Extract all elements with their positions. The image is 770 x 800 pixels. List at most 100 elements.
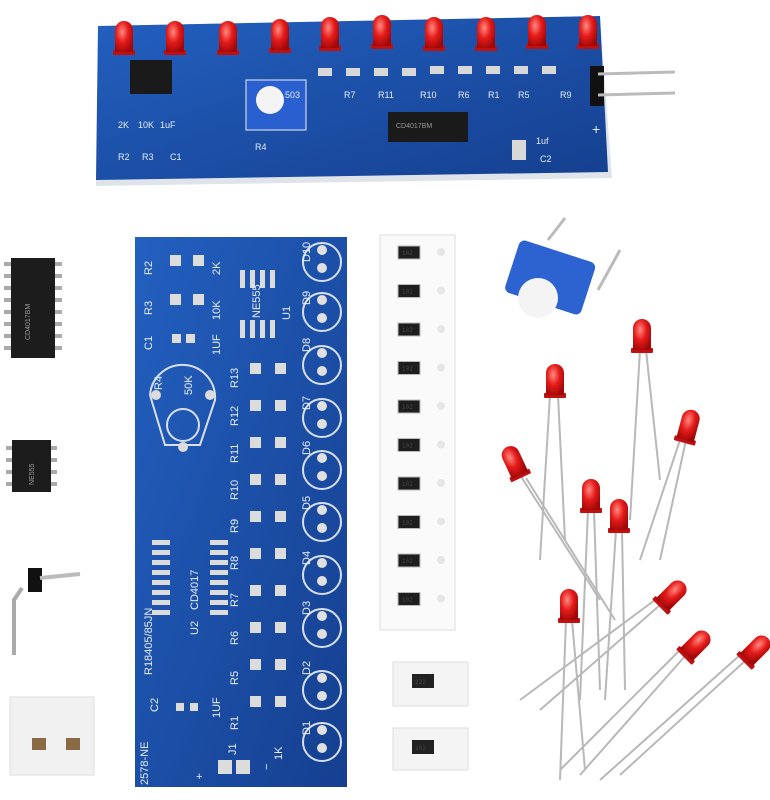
smd-capacitor-strip	[9, 696, 95, 776]
tape-sprocket-hole	[437, 556, 445, 564]
label-1uf-c2: 1uf	[536, 136, 549, 146]
tape-resistor-code: 102	[402, 404, 413, 411]
tape-resistor-code: 102	[402, 443, 413, 450]
ne555-chip	[130, 60, 172, 94]
label-d8: D8	[301, 338, 313, 352]
pot-footprint	[148, 363, 217, 446]
tape-resistor-code: 102	[402, 327, 413, 334]
tape-resistor	[397, 322, 421, 337]
label-2k: 2K	[118, 120, 129, 130]
pin-header	[590, 66, 676, 106]
loose-led-bodies	[496, 319, 770, 670]
loose-leds	[519, 349, 747, 781]
label-r2: R2	[118, 152, 130, 162]
label-r5: R5	[229, 671, 241, 685]
tape-resistor	[397, 284, 421, 298]
label-r9: R9	[229, 519, 241, 533]
label-r6: R6	[229, 631, 241, 645]
label-d6: D6	[301, 441, 313, 455]
tape-resistor-code: 102	[402, 481, 413, 488]
label-plus: +	[196, 771, 202, 783]
tape-resistor-code: 102	[402, 558, 413, 565]
smd-resistor-222: 222	[392, 661, 469, 707]
label-minus: −	[261, 764, 273, 770]
label-r5: R5	[518, 90, 530, 100]
label-u1: U1	[281, 306, 293, 320]
label-r4: R4	[255, 142, 267, 152]
tape-resistor	[397, 438, 421, 452]
label-d9: D9	[301, 291, 313, 305]
cd4017-chip	[388, 112, 468, 142]
smd-code-222: 222	[415, 679, 426, 686]
label-c1: C1	[143, 336, 155, 350]
tape-resistor	[397, 399, 421, 414]
tape-sprocket-hole	[437, 594, 445, 603]
label-r2: R2	[143, 261, 155, 275]
label-plus: +	[592, 121, 600, 137]
pot-code: 503	[285, 90, 300, 100]
tape-sprocket-hole	[437, 402, 445, 410]
label-ne555: NE555	[251, 284, 263, 318]
label-r7: R7	[344, 90, 356, 100]
label-r3: R3	[143, 301, 155, 315]
tape-resistor-code: 102	[402, 289, 413, 296]
tape-resistor-code: 102	[402, 520, 413, 527]
label-d5: D5	[301, 496, 313, 510]
tape-resistor	[397, 553, 421, 568]
label-1uf: 1UF	[211, 334, 223, 355]
bare-pcb: R2 R3 2K 10K C1 1UF R4 50K NE555 U1 R13 …	[135, 237, 347, 787]
tape-sprocket-hole	[437, 517, 445, 526]
label-r1: R1	[488, 90, 500, 100]
resistor-tape: 102 102 102 102 102 102 102 102 102 102	[379, 234, 456, 631]
label-cd4017: CD4017	[189, 570, 201, 610]
assembled-board: CD4017BM 503 R2 R3 C1 1uF 2K 10K R4 R7 R…	[96, 15, 676, 186]
tape-resistor	[397, 245, 421, 260]
tape-resistor	[397, 515, 421, 529]
diode-footprints	[302, 242, 342, 762]
label-r11: R11	[378, 90, 394, 100]
label-r10: R10	[229, 480, 241, 500]
tape-sprocket-hole	[437, 363, 445, 372]
tape-resistor-code: 102	[402, 366, 413, 373]
label-2k: 2K	[211, 261, 223, 275]
label-r7: R7	[229, 593, 241, 607]
label-board-id: 2578-NE	[139, 742, 151, 785]
label-10k: 10K	[138, 120, 154, 130]
label-c2: C2	[149, 698, 161, 712]
tape-sprocket-hole	[437, 440, 445, 449]
ic-16pin: CD4017BM	[4, 258, 62, 358]
label-r1: R1	[229, 716, 241, 730]
tape-resistor-code: 102	[402, 597, 413, 604]
smd-resistor-103: 103	[392, 727, 469, 771]
label-d2: D2	[301, 661, 313, 675]
label-d10: D10	[301, 242, 313, 262]
label-r10: R10	[420, 90, 437, 100]
label-d7: D7	[301, 396, 313, 410]
label-c2: C2	[540, 154, 552, 164]
label-r6: R6	[458, 90, 470, 100]
label-1k: 1K	[273, 746, 285, 760]
label-1uf: 1uF	[160, 120, 176, 130]
label-r8: R8	[229, 556, 241, 570]
label-d3: D3	[301, 601, 313, 615]
label-10k: 10K	[211, 300, 223, 320]
tape-resistor	[397, 361, 421, 375]
label-1uf-c2: 1UF	[211, 697, 223, 718]
label-50k: 50K	[183, 375, 195, 395]
pcb-silkscreen: R2 R3 2K 10K C1 1UF R4 50K NE555 U1 R13 …	[139, 242, 313, 785]
label-j1: J1	[227, 743, 239, 755]
tape-sprocket-hole	[437, 479, 445, 487]
ic-8pin: NE555	[6, 440, 57, 492]
ic-16pin-label: CD4017BM	[25, 304, 32, 340]
tape-resistor	[397, 476, 421, 491]
ic-label: CD4017BM	[396, 123, 432, 130]
tape-resistor-code: 102	[402, 250, 413, 257]
label-d1: D1	[301, 721, 313, 735]
ic-8pin-label: NE555	[29, 463, 36, 485]
smd-code-103: 103	[415, 745, 426, 752]
pin-header-loose	[12, 568, 81, 655]
label-d4: D4	[301, 551, 313, 565]
label-r9: R9	[560, 90, 572, 100]
label-r13: R13	[229, 368, 241, 388]
